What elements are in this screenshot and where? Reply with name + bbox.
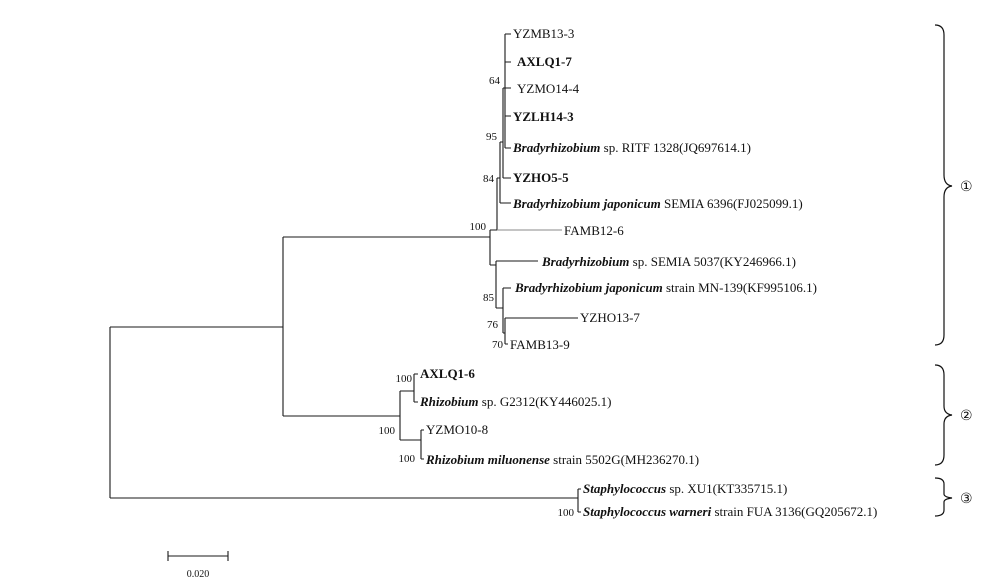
brady-node-100 [489,229,497,266]
rhizo-sub2 [420,429,424,460]
clade-braces: ① ② ③ [934,24,973,517]
brady-node-76 [503,317,578,345]
leaf-label: Bradyrhizobium japonicum strain MN-139(K… [514,280,817,295]
leaf-label: Staphylococcus warneri strain FUA 3136(G… [583,504,877,519]
leaf-label: AXLQ1-6 [420,366,475,381]
bootstrap-value: 100 [396,373,413,385]
bootstrap-value: 64 [489,75,501,87]
leaf-label: Rhizobium sp. G2312(KY446025.1) [419,394,611,409]
bootstrap-value: 85 [483,292,495,304]
rhizo-node-100 [399,390,421,441]
leaf-label: YZHO13-7 [580,310,640,325]
leaf-label: YZMO14-4 [517,81,580,96]
brady-node-85 [502,287,511,333]
bootstrap-value: 100 [470,221,487,233]
leaf-label: Staphylococcus sp. XU1(KT335715.1) [583,481,787,496]
leaf-label: AXLQ1-7 [517,54,572,69]
staph-node [577,488,581,513]
scale-bar: 0.020 [167,551,229,580]
bootstrap-value: 70 [492,339,504,351]
leaf-label: FAMB13-9 [510,337,570,352]
leaf-label: YZHO5-5 [513,170,569,185]
bootstrap-value: 100 [379,425,396,437]
tree-branches [109,33,581,513]
bootstrap-value: 100 [558,507,575,519]
ingroup-branch [282,236,490,417]
clade-brace-3 [934,477,953,517]
leaf-label: YZMO10-8 [426,422,488,437]
scale-bar-line [167,551,229,561]
bootstrap-values: 64 95 84 100 85 76 70 100 100 100 100 [379,75,575,519]
leaf-label: Bradyrhizobium sp. SEMIA 5037(KY246966.1… [541,254,796,269]
bootstrap-value: 100 [399,453,416,465]
leaf-label: FAMB12-6 [564,223,624,238]
scale-bar-label: 0.020 [187,569,210,580]
clade-label-3: ③ [960,491,973,507]
leaf-label: Rhizobium miluonense strain 5502G(MH2362… [425,452,699,467]
bootstrap-value: 95 [486,131,498,143]
leaf-label: Bradyrhizobium japonicum SEMIA 6396(FJ02… [512,196,803,211]
leaf-label: Bradyrhizobium sp. RITF 1328(JQ697614.1) [512,140,751,155]
leaf-labels: YZMB13-3 AXLQ1-7 YZMO14-4 YZLH14-3 Brady… [419,26,877,519]
root-branch [109,326,578,499]
brady-subclade [495,260,538,309]
clade-brace-2 [934,364,953,466]
brady-node-95 [499,141,511,204]
brady-node-64 [502,87,511,179]
rhizo-sub1 [413,373,418,403]
clade-label-1: ① [960,179,973,195]
bootstrap-value: 76 [487,319,499,331]
brady-star [504,33,511,149]
leaf-label: YZMB13-3 [513,26,574,41]
bootstrap-value: 84 [483,173,495,185]
clade-brace-1 [934,24,953,346]
clade-label-2: ② [960,408,973,424]
leaf-label: YZLH14-3 [513,109,574,124]
